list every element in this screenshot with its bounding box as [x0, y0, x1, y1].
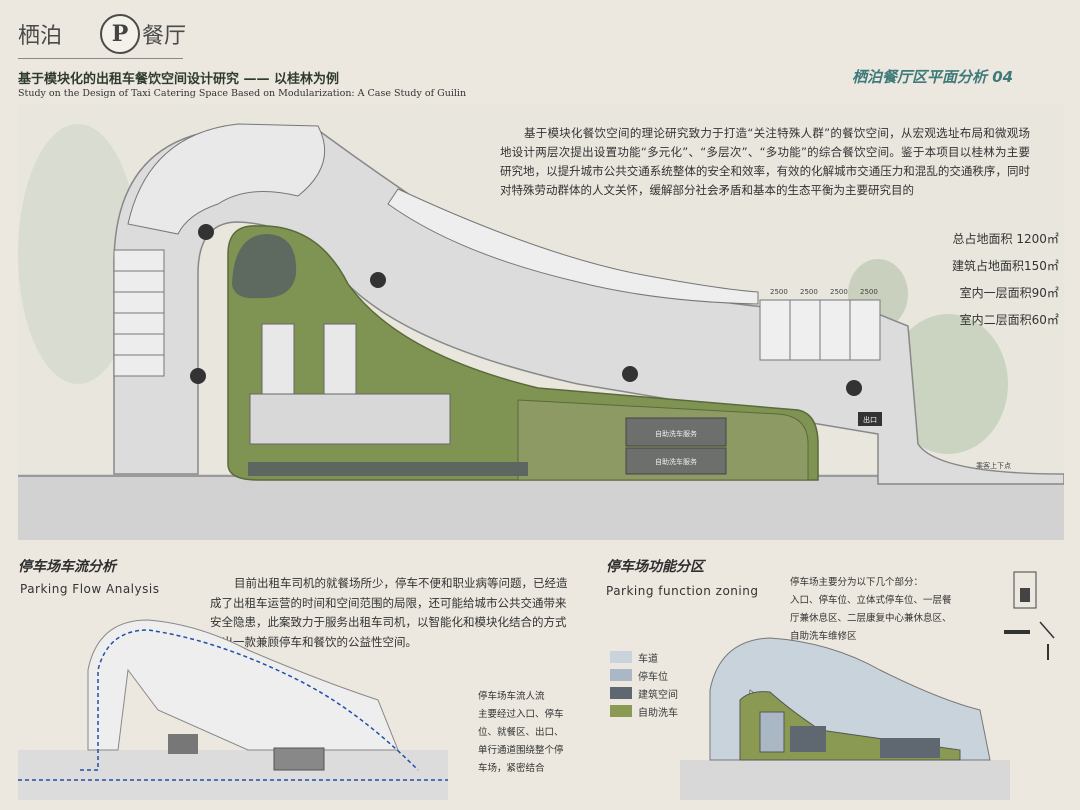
- legend-item: 停车位: [610, 666, 678, 684]
- car-wash-label-1: 自助洗车服务: [655, 429, 697, 438]
- logo: 栖泊 P 餐厅: [18, 12, 188, 56]
- flow-diagram: [18, 619, 448, 800]
- curved-parking-stalls: [127, 123, 326, 235]
- legend-item: 自助洗车: [610, 702, 678, 720]
- legend-symbols: [1004, 571, 1055, 660]
- dim-3: 2500: [830, 288, 848, 296]
- stacked-parking-building: [249, 323, 451, 445]
- exit-label: 出口: [863, 415, 877, 424]
- logo-text-left: 栖泊: [18, 24, 63, 49]
- zoning-title: 停车场功能分区: [606, 559, 704, 575]
- flow-note-line: 主要经过入口、停车: [478, 709, 564, 720]
- tree-cluster-left: [18, 124, 138, 384]
- flow-path: [80, 629, 419, 771]
- dim-1: 2500: [770, 288, 788, 296]
- flow-note-line: 位、就餐区、出口、: [478, 727, 564, 738]
- flow-note-line: 车场，紧密结合: [478, 763, 545, 774]
- page-title: 基于模块化的出租车餐饮空间设计研究 —— 以桂林为例: [18, 72, 340, 87]
- flow-title: 停车场车流分析: [18, 559, 116, 575]
- exit-sign: [858, 412, 882, 426]
- flow-paragraph: 目前出租车司机的就餐场所少，停车不便和职业病等问题，已经造成了出租车运营的时间和…: [210, 576, 568, 649]
- dim-2: 2500: [800, 288, 818, 296]
- pond: [232, 234, 297, 299]
- flow-note: 停车场车流人流 主要经过入口、停车 位、就餐区、出口、 单行通道围绕整个停 车场…: [478, 688, 588, 778]
- stat-floor2-area: 室内二层面积60㎡: [959, 313, 1059, 327]
- water-channel: [248, 462, 528, 476]
- logo-underline: [18, 58, 183, 59]
- zoning-note-line: 停车场主要分为以下几个部分：: [790, 577, 924, 588]
- flow-note-line: 单行通道围绕整个停: [478, 745, 564, 756]
- zoning-note-line: 自助洗车维修区: [790, 631, 857, 642]
- car-wash-label-2: 自助洗车服务: [655, 457, 697, 466]
- zoning-note-line: 入口、停车位、立体式停车位、一层餐: [790, 595, 952, 606]
- logo-badge: P: [100, 14, 140, 54]
- zoning-note-line: 厅兼休息区、二层康复中心兼休息区、: [790, 613, 952, 624]
- stat-total-area: 总占地面积 1200㎡: [952, 232, 1059, 246]
- site-plan: 自助洗车服务 自助洗车服务 出口 2500 2500 2500 2500 乘客上…: [18, 104, 1064, 540]
- area-stats: 总占地面积 1200㎡ 建筑占地面积150㎡ 室内一层面积90㎡ 室内二层面积6…: [952, 226, 1059, 334]
- main-road: [18, 474, 1064, 540]
- zoning-title-en: Parking function zoning: [606, 584, 759, 598]
- sheet-title: 栖泊餐厅区平面分析 04: [852, 68, 1014, 86]
- tree-cluster-right: [888, 314, 1008, 454]
- zoning-legend: 车道 停车位 建筑空间 自助洗车: [610, 648, 678, 720]
- zoning-diagram: [680, 637, 1010, 800]
- direction-arrows: [190, 224, 862, 396]
- dim-4: 2500: [860, 288, 878, 296]
- taxi-stop-label: 乘客上下点: [976, 461, 1011, 470]
- stat-building-area: 建筑占地面积150㎡: [952, 259, 1059, 273]
- intro-paragraph: 基于模块化餐饮空间的理论研究致力于打造“关注特殊人群”的餐饮空间，从宏观选址布局…: [500, 126, 1030, 197]
- zoning-note: 停车场主要分为以下几个部分： 入口、停车位、立体式停车位、一层餐 厅兼休息区、二…: [790, 574, 996, 646]
- flow-title-en: Parking Flow Analysis: [20, 582, 160, 596]
- car-wash-bay-2: [625, 447, 727, 475]
- legend-item: 车道: [610, 648, 678, 666]
- stat-floor1-area: 室内一层面积90㎡: [959, 286, 1059, 300]
- logo-text-right: 餐厅: [142, 24, 187, 49]
- flow-note-line: 停车场车流人流: [478, 691, 545, 702]
- legend-item: 建筑空间: [610, 684, 678, 702]
- car-wash-bay-1: [625, 417, 727, 447]
- page-subtitle: Study on the Design of Taxi Catering Spa…: [18, 88, 467, 99]
- diagonal-parking-row: [387, 188, 759, 305]
